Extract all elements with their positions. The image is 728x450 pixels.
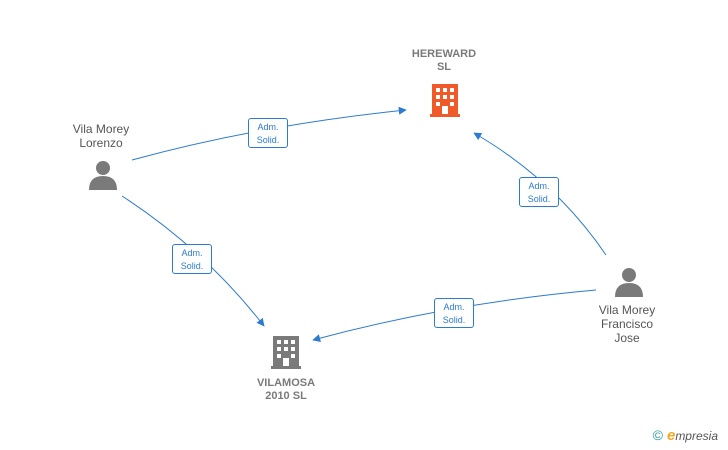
person-name-line: Vila Morey: [598, 303, 656, 317]
building-icon: [430, 84, 460, 117]
node-label-lorenzo[interactable]: Vila Morey Lorenzo: [51, 122, 151, 150]
edge-label-lorenzo-hereward[interactable]: Adm. Solid.: [248, 118, 288, 148]
brand-logo-text: mpresia: [675, 429, 718, 443]
company-name-line: VILAMOSA: [256, 377, 316, 389]
person-name-line: Lorenzo: [79, 136, 123, 150]
edge-label-francisco-hereward[interactable]: Adm. Solid.: [519, 177, 559, 207]
node-label-hereward[interactable]: HEREWARD SL: [394, 48, 494, 74]
building-icon: [271, 336, 301, 369]
person-icon: [615, 268, 643, 297]
person-icon: [89, 161, 117, 190]
company-name-line: 2010 SL: [265, 390, 307, 402]
brand-logo-initial: e: [666, 427, 676, 444]
person-name-line: Francisco: [600, 317, 653, 331]
person-name-line: Vila Morey: [72, 122, 130, 136]
company-name-line: SL: [436, 61, 452, 73]
edge-label-lorenzo-vilamosa[interactable]: Adm. Solid.: [172, 244, 212, 274]
node-label-francisco[interactable]: Vila Morey Francisco Jose: [577, 303, 677, 345]
copyright-icon: ©: [652, 427, 663, 443]
person-name-line: Jose: [614, 331, 640, 345]
brand-footer: ©empresia: [653, 427, 718, 444]
edge-label-francisco-vilamosa[interactable]: Adm. Solid.: [434, 298, 474, 328]
node-label-vilamosa[interactable]: VILAMOSA 2010 SL: [236, 377, 336, 403]
company-name-line: HEREWARD: [411, 48, 477, 60]
